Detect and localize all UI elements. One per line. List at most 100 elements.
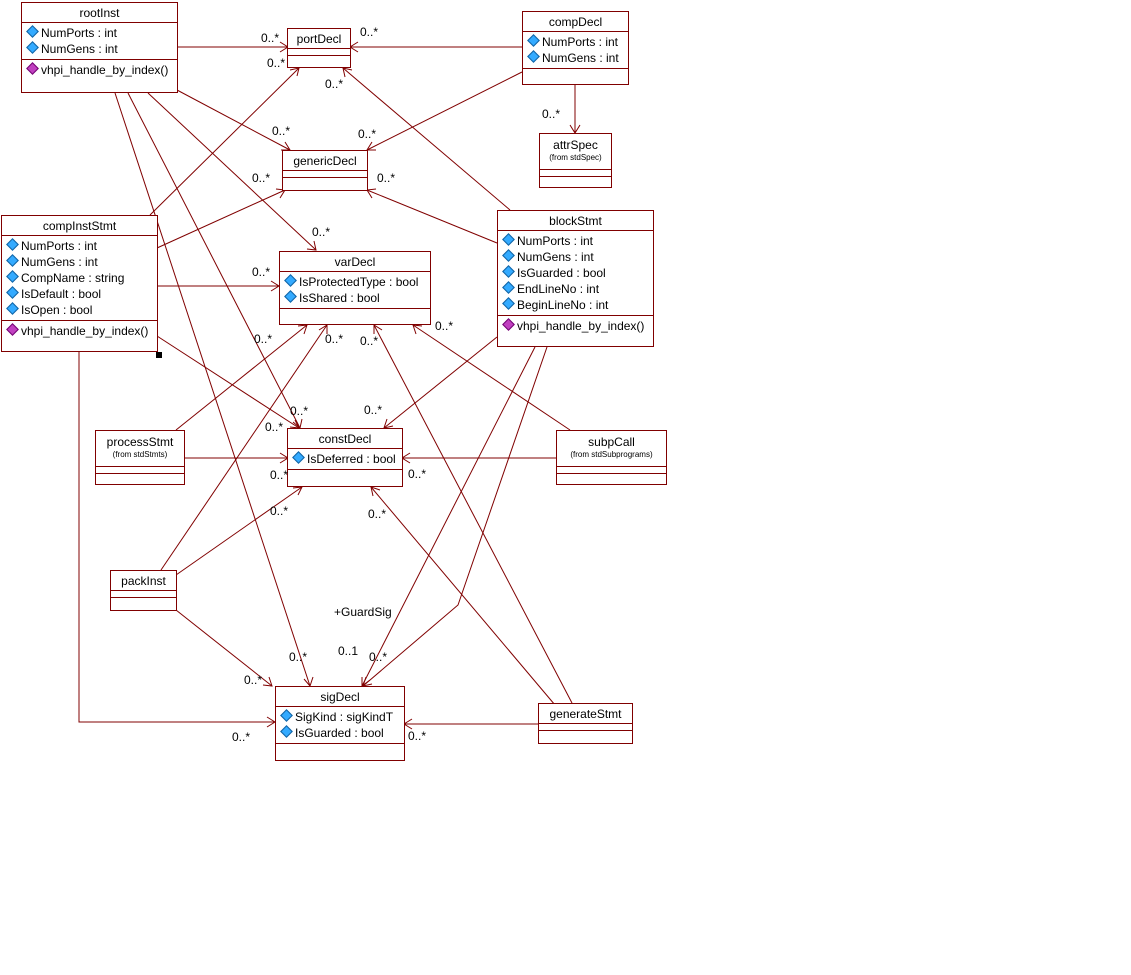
multiplicity-label: 0..* — [360, 334, 379, 348]
attribute-icon — [292, 451, 305, 464]
operations — [557, 474, 666, 481]
attribute-text: EndLineNo : int — [517, 282, 600, 296]
multiplicity-label: 0..* — [369, 650, 388, 664]
class-name: constDecl — [288, 429, 402, 449]
class-name: subpCall(from stdSubprograms) — [557, 431, 666, 467]
multiplicity-label: 0..* — [542, 107, 561, 121]
arrowhead — [342, 67, 353, 78]
attributes: NumPorts : int NumGens : int IsGuarded :… — [498, 231, 653, 316]
arrowhead — [262, 676, 273, 687]
class-constdecl[interactable]: constDecl IsDeferred : bool — [287, 428, 403, 487]
attribute-icon — [527, 34, 540, 47]
assoc-pack-vardecl — [160, 324, 328, 571]
attribute: IsOpen : bool — [2, 302, 157, 318]
attribute: NumGens : int — [2, 254, 157, 270]
operations: vhpi_handle_by_index() — [22, 60, 177, 80]
attribute: IsGuarded : bool — [498, 265, 653, 281]
attribute: CompName : string — [2, 270, 157, 286]
attributes: SigKind : sigKindT IsGuarded : bool — [276, 707, 404, 744]
attribute: NumPorts : int — [498, 233, 653, 249]
attribute-text: NumPorts : int — [542, 35, 619, 49]
operation-icon — [26, 62, 39, 75]
role-label: +GuardSig — [334, 605, 392, 619]
attributes — [283, 171, 367, 178]
operation-icon — [6, 323, 19, 336]
arrowhead — [297, 324, 308, 335]
class-portdecl[interactable]: portDecl — [287, 28, 351, 68]
class-name: portDecl — [288, 29, 350, 49]
operations — [276, 744, 404, 751]
attribute: NumGens : int — [523, 50, 628, 66]
operations: vhpi_handle_by_index() — [2, 321, 157, 341]
assoc-compinst-sigdecl — [78, 352, 275, 723]
package-origin: (from stdSpec) — [549, 153, 602, 162]
attribute-text: IsDeferred : bool — [307, 452, 396, 466]
attribute-text: CompName : string — [21, 271, 125, 285]
class-name: generateStmt — [539, 704, 632, 724]
attribute-icon — [6, 302, 19, 315]
operation: vhpi_handle_by_index() — [22, 62, 177, 78]
arrowhead — [289, 67, 300, 77]
attribute-text: NumGens : int — [517, 250, 594, 264]
attribute-text: IsShared : bool — [299, 291, 380, 305]
attributes: IsProtectedType : bool IsShared : bool — [280, 272, 430, 309]
operations — [288, 56, 350, 63]
operations — [111, 598, 176, 605]
class-blockstmt[interactable]: blockStmt NumPorts : int NumGens : int I… — [497, 210, 654, 347]
attributes: NumPorts : int NumGens : int — [523, 32, 628, 69]
assoc-block-constdecl — [383, 336, 498, 429]
attribute: IsGuarded : bool — [276, 725, 404, 741]
attribute-icon — [502, 297, 515, 310]
class-name: varDecl — [280, 252, 430, 272]
package-origin: (from stdStmts) — [112, 450, 168, 459]
attributes — [111, 591, 176, 598]
arrowhead — [318, 324, 328, 334]
class-name: processStmt(from stdStmts) — [96, 431, 184, 467]
attributes: IsDeferred : bool — [288, 449, 402, 470]
attribute: NumGens : int — [22, 41, 177, 57]
assoc-compinst-portdecl — [149, 67, 300, 216]
assoc-block-portdecl — [342, 67, 511, 211]
attribute-text: IsProtectedType : bool — [299, 275, 419, 289]
selection-handle — [156, 352, 162, 358]
multiplicity-label: 0..* — [364, 403, 383, 417]
multiplicity-label: 0..* — [270, 468, 289, 482]
multiplicity-label: 0..* — [244, 673, 263, 687]
attributes: NumPorts : int NumGens : int — [22, 23, 177, 60]
class-name-text: processStmt — [106, 435, 174, 449]
operation-text: vhpi_handle_by_index() — [517, 319, 645, 333]
attribute-icon — [6, 270, 19, 283]
attribute: IsDeferred : bool — [288, 451, 402, 467]
class-packinst[interactable]: packInst — [110, 570, 177, 611]
assoc-rootinst-sigdecl — [114, 92, 311, 687]
multiplicity-label: 0..* — [408, 467, 427, 481]
class-subpcall[interactable]: subpCall(from stdSubprograms) — [556, 430, 667, 485]
class-genericdecl[interactable]: genericDecl — [282, 150, 368, 191]
assoc-rootinst-genericdecl — [176, 89, 291, 151]
class-generatestmt[interactable]: generateStmt — [538, 703, 633, 744]
assoc-process-vardecl — [175, 324, 308, 431]
multiplicity-label: 0..* — [289, 650, 308, 664]
assoc-rootinst-vardecl — [147, 92, 317, 251]
multiplicity-label: 0..* — [325, 332, 344, 346]
class-processstmt[interactable]: processStmt(from stdStmts) — [95, 430, 185, 485]
class-sigdecl[interactable]: sigDecl SigKind : sigKindT IsGuarded : b… — [275, 686, 405, 761]
attribute: IsDefault : bool — [2, 286, 157, 302]
operations — [523, 69, 628, 76]
assoc-block-sigdecl-guard — [362, 346, 548, 687]
assoc-compinst-genericdecl — [156, 189, 286, 249]
attributes — [288, 49, 350, 56]
class-rootinst[interactable]: rootInst NumPorts : int NumGens : int vh… — [21, 2, 178, 93]
class-attrspec[interactable]: attrSpec(from stdSpec) — [539, 133, 612, 188]
class-vardecl[interactable]: varDecl IsProtectedType : bool IsShared … — [279, 251, 431, 325]
arrowhead — [373, 324, 383, 334]
attribute-icon — [280, 709, 293, 722]
attributes — [557, 467, 666, 474]
attributes: NumPorts : int NumGens : int CompName : … — [2, 236, 157, 321]
multiplicity-label: 0..* — [252, 171, 271, 185]
class-compinststmt[interactable]: compInstStmt NumPorts : int NumGens : in… — [1, 215, 158, 352]
class-compdecl[interactable]: compDecl NumPorts : int NumGens : int — [522, 11, 629, 85]
attribute-icon — [6, 254, 19, 267]
attribute-text: NumGens : int — [21, 255, 98, 269]
